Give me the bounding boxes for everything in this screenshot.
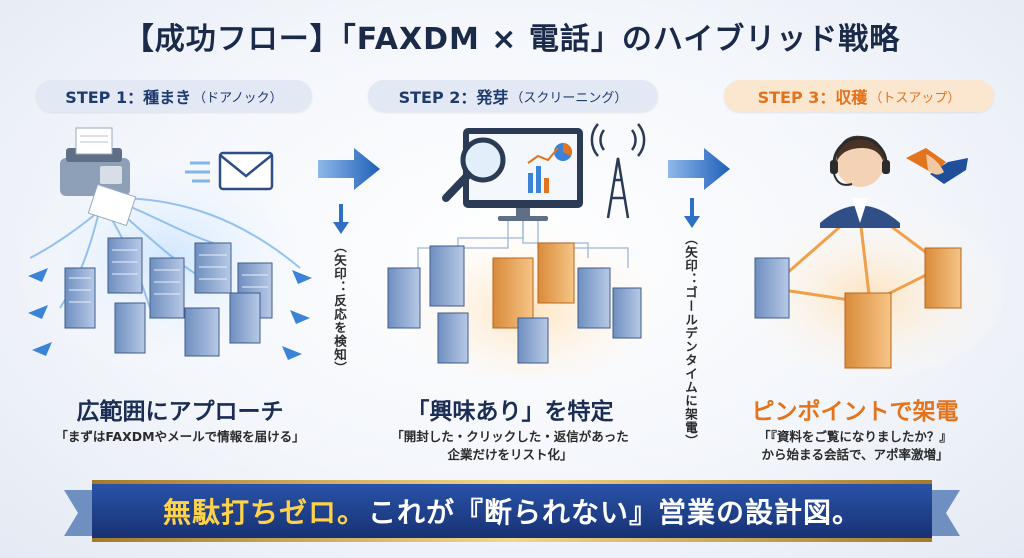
- step-1-illustration: [20, 118, 320, 378]
- step-3-label: STEP 3：収穫: [757, 88, 868, 107]
- step-1-sub: （ドアノック）: [193, 90, 283, 106]
- step-1-label: STEP 1：種まき: [65, 88, 192, 107]
- envelope-icon: [185, 151, 274, 191]
- step-1-headline: 広範囲にアプローチ: [76, 399, 284, 425]
- step-2-description: 「開封した・クリックした・返信があった 企業だけをリスト化」: [360, 428, 660, 464]
- fax-machine-icon: [60, 127, 137, 227]
- banner-rest: これが『断られない』営業の設計図。: [368, 496, 862, 529]
- building-icon: [754, 247, 962, 369]
- page-title: 【成功フロー】「FAXDM × 電話」のハイブリッド戦略: [123, 22, 901, 57]
- step-3-pill: STEP 3：収穫（トスアップ）: [724, 80, 994, 112]
- step-2-desc-line-2: 企業だけをリスト化」: [447, 447, 573, 462]
- magnifier-icon: [442, 137, 506, 202]
- building-icon: [387, 242, 642, 364]
- step-1-pill: STEP 1：種まき（ドアノック）: [36, 80, 312, 112]
- step-3-desc-line-2: から始まる会話で、アポ率激増」: [761, 447, 949, 462]
- operator-headset-icon: [820, 135, 900, 228]
- step-3-sub: （トスアップ）: [869, 90, 961, 106]
- step-3-description: 「『資料をご覧になりましたか？』 から始まる会話で、アポ率激増」: [700, 428, 1010, 464]
- step-2-illustration: [378, 118, 668, 378]
- step-2-pill: STEP 2：発芽（スクリーニング）: [368, 80, 658, 112]
- banner-highlight: 無駄打ちゼロ。: [162, 496, 366, 529]
- arrow-right-icon: [318, 146, 382, 192]
- step-1-description: 「まずはFAXDMやメールで情報を届ける」: [20, 428, 340, 446]
- step-2-desc-line-1: 「開封した・クリックした・返信があった: [391, 429, 629, 444]
- step-2-sub: （スクリーニング）: [510, 90, 628, 106]
- step-2-headline: 「興味あり」を特定: [406, 399, 614, 425]
- building-icon: [64, 237, 273, 357]
- arrow-note-1: （矢印：反応を検知）: [332, 240, 347, 375]
- step-2-label: STEP 2：発芽: [398, 88, 509, 107]
- step-3-desc-line-1: 「『資料をご覧になりましたか？』: [758, 429, 952, 444]
- step-1-desc-line: 「まずはFAXDMやメールで情報を届ける」: [55, 429, 305, 444]
- arrow-down-icon: [333, 204, 349, 234]
- arrow-right-icon: [668, 146, 732, 192]
- arrow-note-2: （矢印：ゴールデンタイムに架電）: [683, 232, 698, 448]
- banner-message: 無駄打ちゼロ。これが『断られない』営業の設計図。: [64, 476, 960, 546]
- step-3-headline: ピンポイントで架電: [751, 399, 959, 425]
- step-3-illustration: [730, 118, 1010, 378]
- antenna-tower-icon: [590, 123, 646, 219]
- handshake-icon: [906, 148, 968, 184]
- arrow-down-icon: [684, 198, 700, 228]
- bottom-banner: [64, 476, 960, 546]
